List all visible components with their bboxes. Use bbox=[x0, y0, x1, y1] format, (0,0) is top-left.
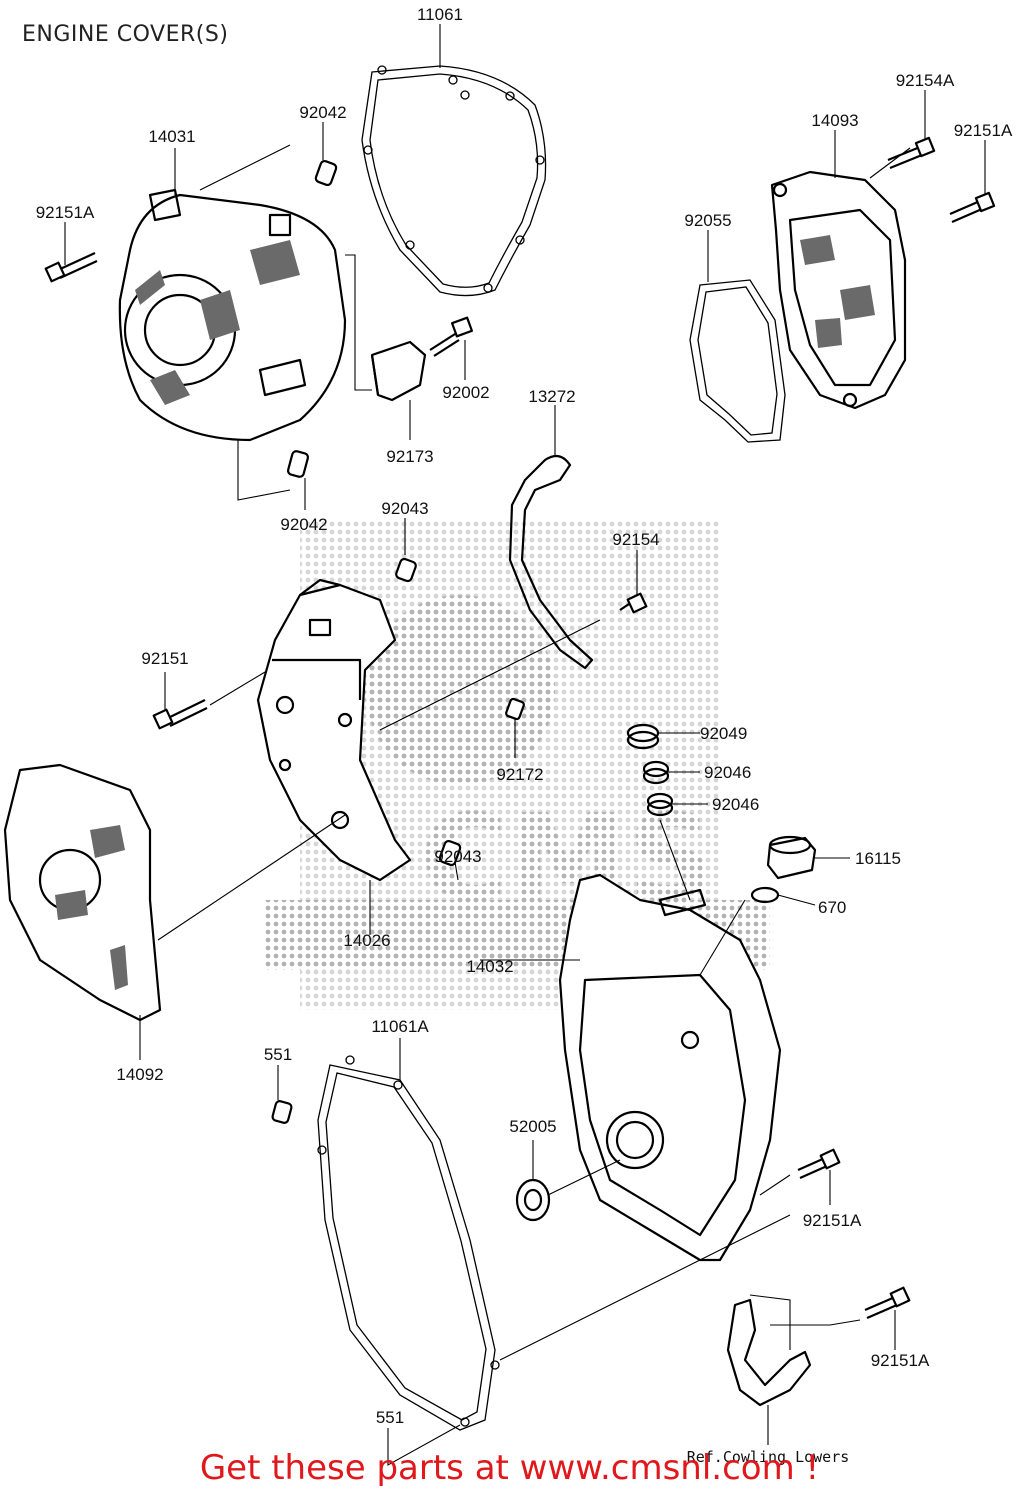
label-92043: 92043 bbox=[381, 499, 428, 518]
label-92154: 92154 bbox=[612, 530, 659, 549]
label-92002: 92002 bbox=[442, 383, 489, 402]
page-title: ENGINE COVER(S) bbox=[22, 22, 229, 47]
cover-14092 bbox=[3, 763, 162, 1022]
seal-92049 bbox=[626, 723, 660, 750]
bolt-92154A bbox=[887, 136, 936, 170]
oring-670 bbox=[750, 886, 780, 904]
label-52005: 52005 bbox=[509, 1117, 556, 1136]
label-92151A-mid: 92151A bbox=[803, 1211, 862, 1230]
dowel-92043-top bbox=[395, 557, 417, 583]
footer-link-text[interactable]: Get these parts at www.cmsnl.com ! bbox=[199, 1448, 820, 1488]
label-92042-top: 92042 bbox=[299, 103, 346, 122]
label-92049: 92049 bbox=[700, 724, 747, 743]
gasket-11061A bbox=[317, 1064, 496, 1431]
cover-14032 bbox=[558, 873, 782, 1262]
dowel-92042-top bbox=[314, 159, 338, 187]
label-14026: 14026 bbox=[343, 931, 390, 950]
label-14093: 14093 bbox=[811, 111, 858, 130]
label-13272: 13272 bbox=[528, 387, 575, 406]
label-551-top: 551 bbox=[264, 1045, 292, 1064]
label-92151A-right: 92151A bbox=[954, 121, 1013, 140]
bolt-92151 bbox=[152, 699, 208, 730]
dowel-92043-lower bbox=[438, 839, 462, 867]
cover-14093 bbox=[770, 170, 907, 410]
label-92055: 92055 bbox=[684, 211, 731, 230]
label-14092: 14092 bbox=[116, 1065, 163, 1084]
cover-14026 bbox=[256, 578, 412, 882]
dowel-92042-bottom bbox=[286, 450, 310, 478]
label-92042-bottom: 92042 bbox=[280, 515, 327, 534]
label-92173: 92173 bbox=[386, 447, 433, 466]
bolt-92172 bbox=[505, 697, 525, 721]
seal-52005 bbox=[515, 1178, 551, 1222]
bolt-92151A-mid bbox=[797, 1148, 841, 1180]
bolt-92151A-low bbox=[864, 1286, 911, 1320]
label-92151A-left: 92151A bbox=[36, 203, 95, 222]
leader-lines bbox=[64, 24, 986, 1466]
label-ref-cowling-lowers: Ref.Cowling Lowers bbox=[687, 1448, 850, 1466]
label-92043-b: 92043 bbox=[434, 847, 481, 866]
label-670: 670 bbox=[818, 898, 846, 917]
label-16115: 16115 bbox=[855, 849, 901, 868]
seal-92046-a bbox=[642, 760, 670, 785]
gasket-11061 bbox=[361, 65, 547, 297]
label-551-bottom: 551 bbox=[376, 1408, 404, 1427]
label-92046-a: 92046 bbox=[704, 763, 751, 782]
label-92154A: 92154A bbox=[896, 71, 955, 90]
gasket-92055 bbox=[689, 279, 786, 443]
bracket-cowling bbox=[726, 1298, 812, 1407]
label-11061A: 11061A bbox=[371, 1017, 429, 1036]
label-14031: 14031 bbox=[148, 127, 195, 146]
cap-16115 bbox=[766, 835, 817, 880]
bolt-92002 bbox=[429, 316, 474, 357]
bolt-92154 bbox=[619, 592, 648, 614]
bracket-92173 bbox=[370, 340, 427, 402]
label-92172: 92172 bbox=[496, 765, 543, 784]
label-11061: 11061 bbox=[417, 5, 463, 24]
bolt-92151A-right bbox=[949, 191, 996, 224]
cover-14031 bbox=[118, 188, 347, 442]
bolt-92151A-left bbox=[44, 252, 98, 283]
seal-92046-b bbox=[646, 792, 674, 817]
label-14032: 14032 bbox=[466, 957, 513, 976]
label-92151A-low: 92151A bbox=[871, 1351, 930, 1370]
label-92151: 92151 bbox=[141, 649, 188, 668]
dowel-551-top bbox=[271, 1100, 293, 1124]
bracket-13272 bbox=[508, 454, 594, 670]
label-92046-b: 92046 bbox=[712, 795, 759, 814]
